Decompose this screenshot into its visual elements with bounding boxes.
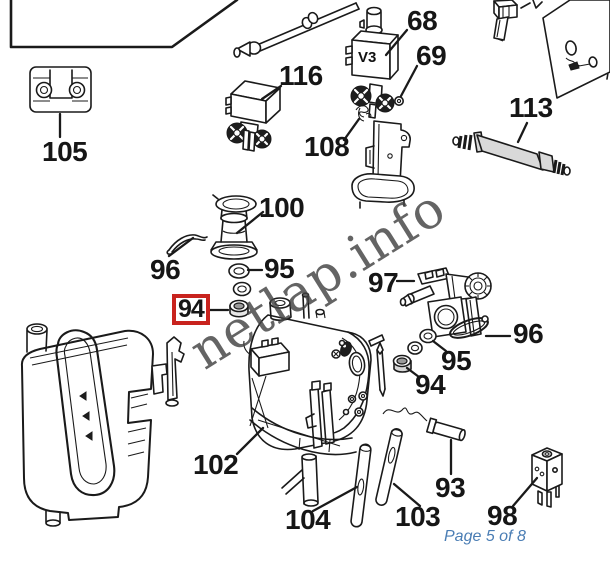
bracket-drawing[interactable]: [351, 120, 415, 209]
part-label-68[interactable]: 68: [407, 5, 438, 36]
part-103-drawing[interactable]: [375, 428, 403, 506]
part-label-93[interactable]: 93: [435, 472, 466, 503]
part-label-95-right[interactable]: 95: [441, 345, 472, 376]
cutoff-clip-part[interactable]: [493, 0, 518, 42]
valve-v3-marking: V3: [358, 49, 377, 66]
part-label-69[interactable]: 69: [416, 40, 447, 71]
part-96-right-drawing[interactable]: [448, 314, 491, 342]
leader-lines: [58, 28, 539, 513]
part-label-96-right[interactable]: 96: [513, 318, 544, 349]
part-108-drawing[interactable]: [355, 105, 372, 119]
part-label-95-left[interactable]: 95: [264, 253, 295, 284]
part-label-105[interactable]: 105: [42, 136, 88, 167]
part-label-113[interactable]: 113: [509, 92, 553, 123]
part-label-103[interactable]: 103: [395, 501, 441, 532]
part-label-108[interactable]: 108: [304, 131, 350, 162]
part-102-drawing[interactable]: [243, 292, 386, 507]
part-68-drawing[interactable]: [345, 6, 399, 122]
part-95-left-drawing[interactable]: [228, 263, 252, 297]
part-label-116[interactable]: 116: [279, 60, 323, 91]
cutoff-plate-part[interactable]: [542, 0, 610, 99]
part-104-drawing[interactable]: [350, 443, 372, 528]
part-105-drawing[interactable]: [29, 66, 92, 113]
part-label-102[interactable]: 102: [193, 449, 239, 480]
part-97-drawing[interactable]: [399, 267, 492, 338]
part-label-97[interactable]: 97: [368, 267, 399, 298]
part-100-drawing[interactable]: [210, 194, 258, 260]
part-label-94-right[interactable]: 94: [415, 369, 446, 400]
part-label-104[interactable]: 104: [285, 504, 331, 535]
part-98-drawing[interactable]: [531, 447, 563, 508]
part-96-left-drawing[interactable]: [166, 234, 208, 255]
part-113-drawing[interactable]: [452, 131, 571, 176]
part-label-98[interactable]: 98: [487, 500, 518, 531]
panel-corner-outline: [9, 0, 239, 49]
water-tank-drawing[interactable]: [20, 323, 168, 527]
part-95-right-drawing[interactable]: [407, 328, 437, 355]
part-94-left-drawing[interactable]: [229, 299, 249, 318]
page-indicator: Page 5 of 8: [444, 528, 526, 545]
part-label-94-highlighted[interactable]: 94: [172, 294, 210, 325]
part-93-drawing[interactable]: [382, 407, 467, 442]
lever-drawing[interactable]: [165, 336, 185, 407]
part-69-drawing[interactable]: [393, 96, 404, 107]
part-label-96-left[interactable]: 96: [150, 254, 181, 285]
part-label-100[interactable]: 100: [259, 192, 305, 223]
steam-wand-part[interactable]: [233, 2, 360, 58]
